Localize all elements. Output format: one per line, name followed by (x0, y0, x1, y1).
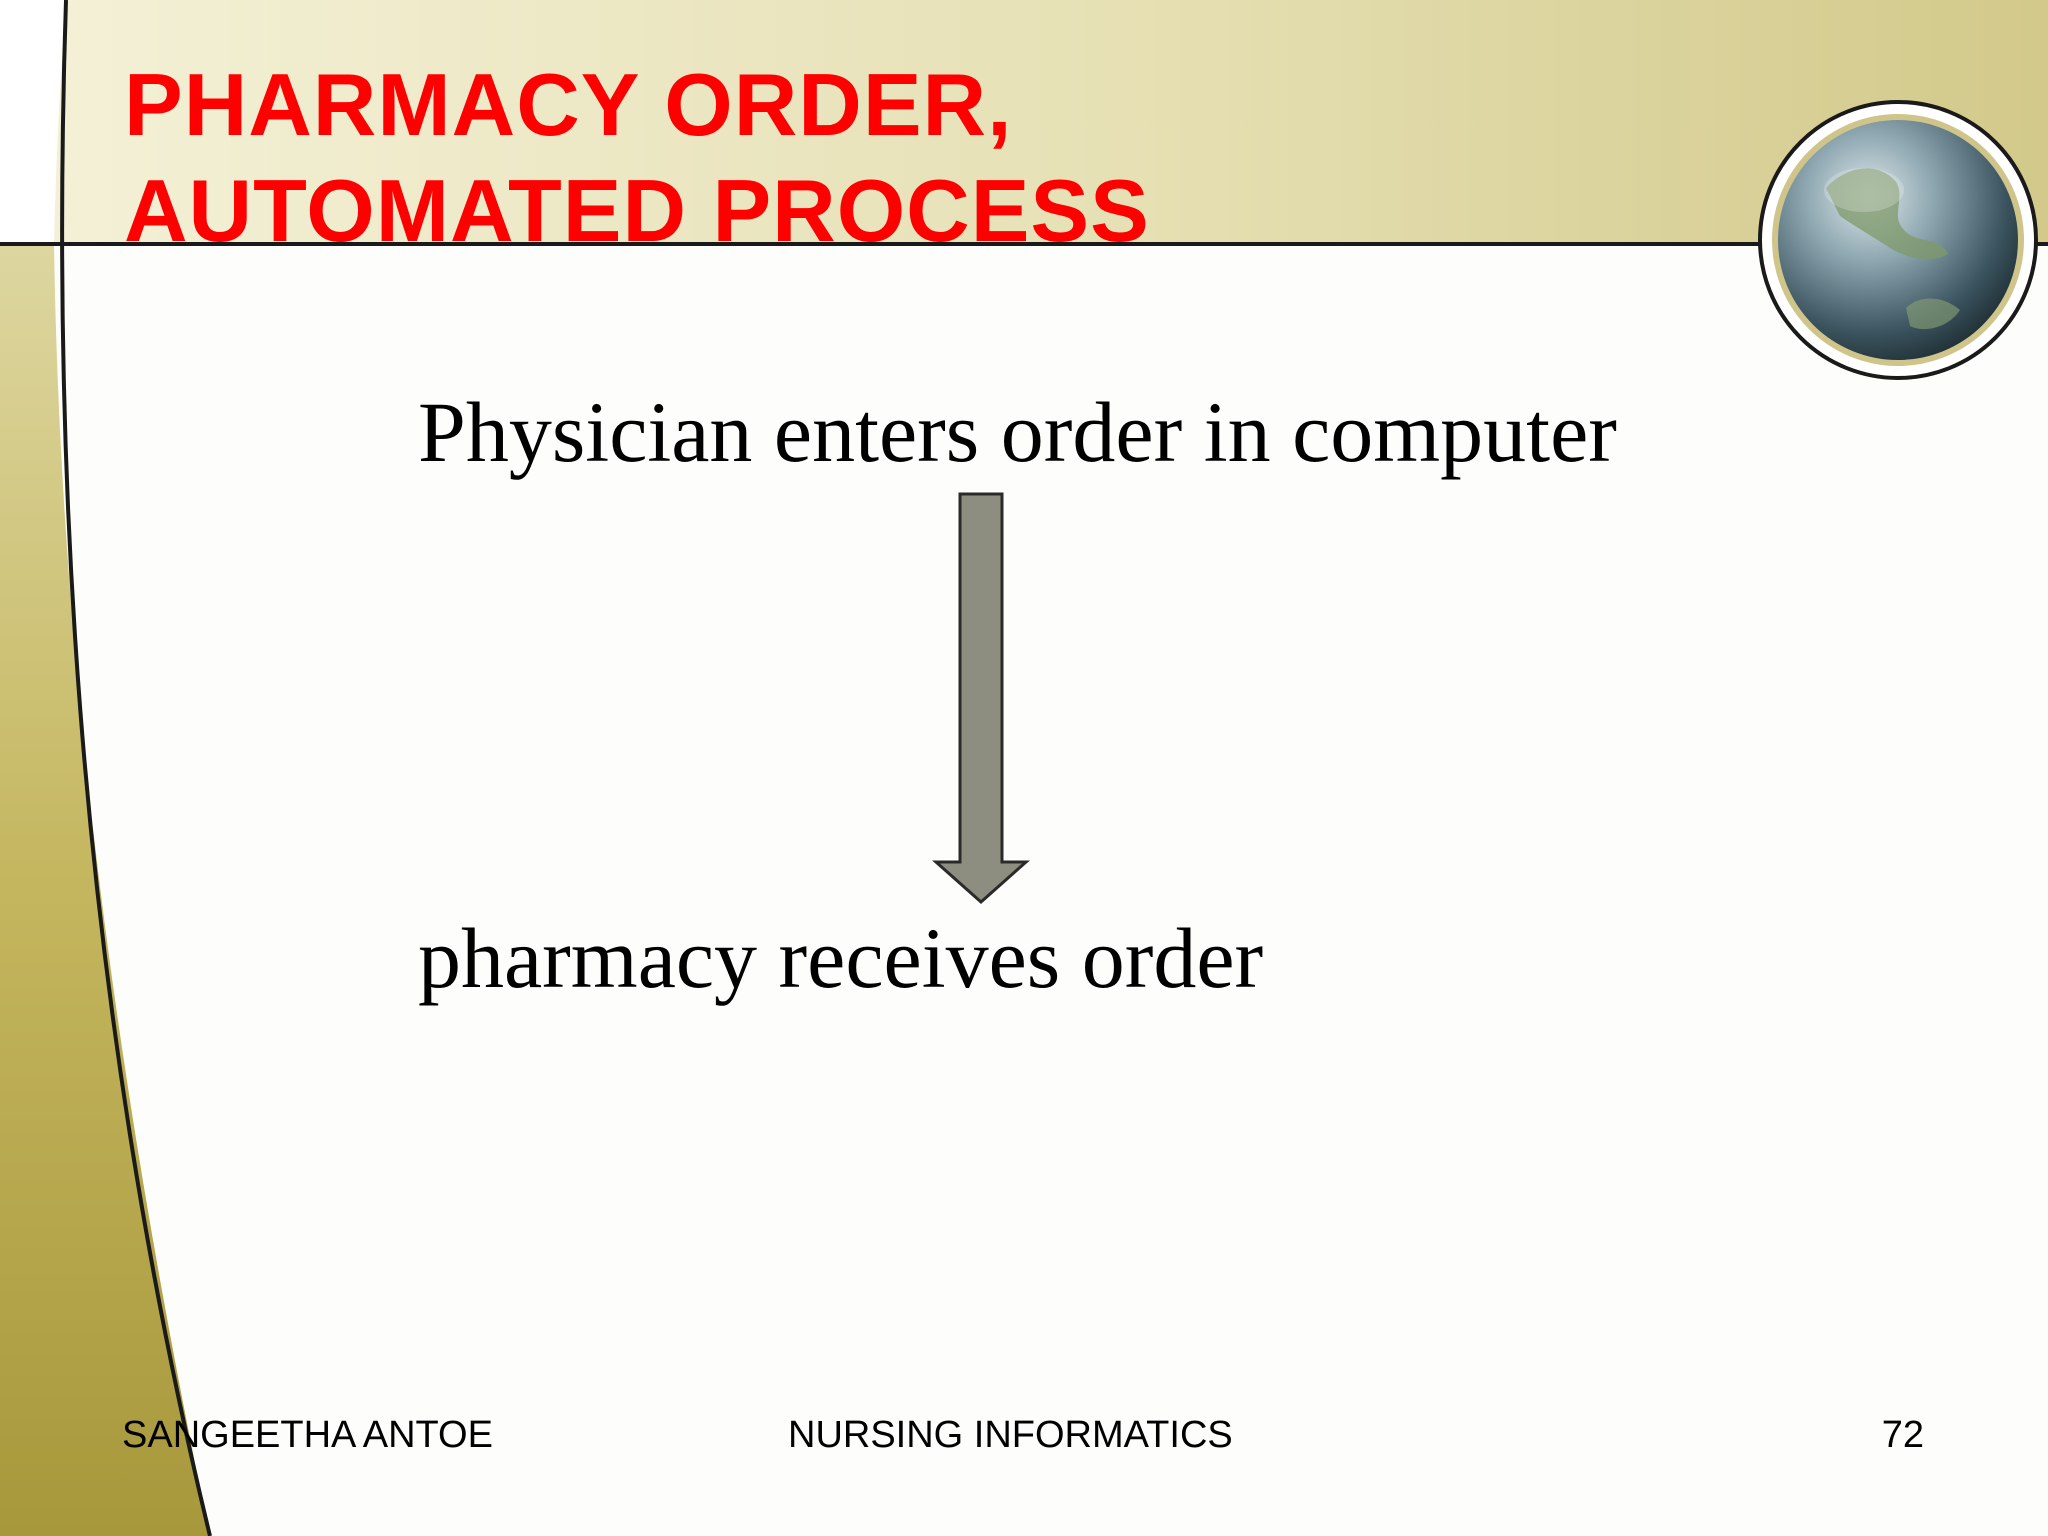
header-band (0, 0, 2048, 244)
globe-icon (1758, 100, 2038, 380)
footer-course: NURSING INFORMATICS (788, 1414, 1233, 1456)
swoosh-line (60, 0, 212, 1536)
footer-author: SANGEETHA ANTOE (122, 1414, 493, 1456)
slide-title: PHARMACY ORDER, AUTOMATED PROCESS (124, 52, 1150, 264)
left-swoosh (0, 244, 210, 1536)
title-line-1: PHARMACY ORDER, (124, 55, 1013, 154)
title-line-2: AUTOMATED PROCESS (124, 161, 1150, 260)
step-pharmacy-receives-order: pharmacy receives order (418, 910, 1264, 1006)
step-physician-enters-order: Physician enters order in computer (418, 384, 1617, 480)
down-arrow-icon (932, 492, 1030, 905)
header-corner (0, 0, 66, 244)
footer-page-number: 72 (1881, 1414, 1924, 1456)
